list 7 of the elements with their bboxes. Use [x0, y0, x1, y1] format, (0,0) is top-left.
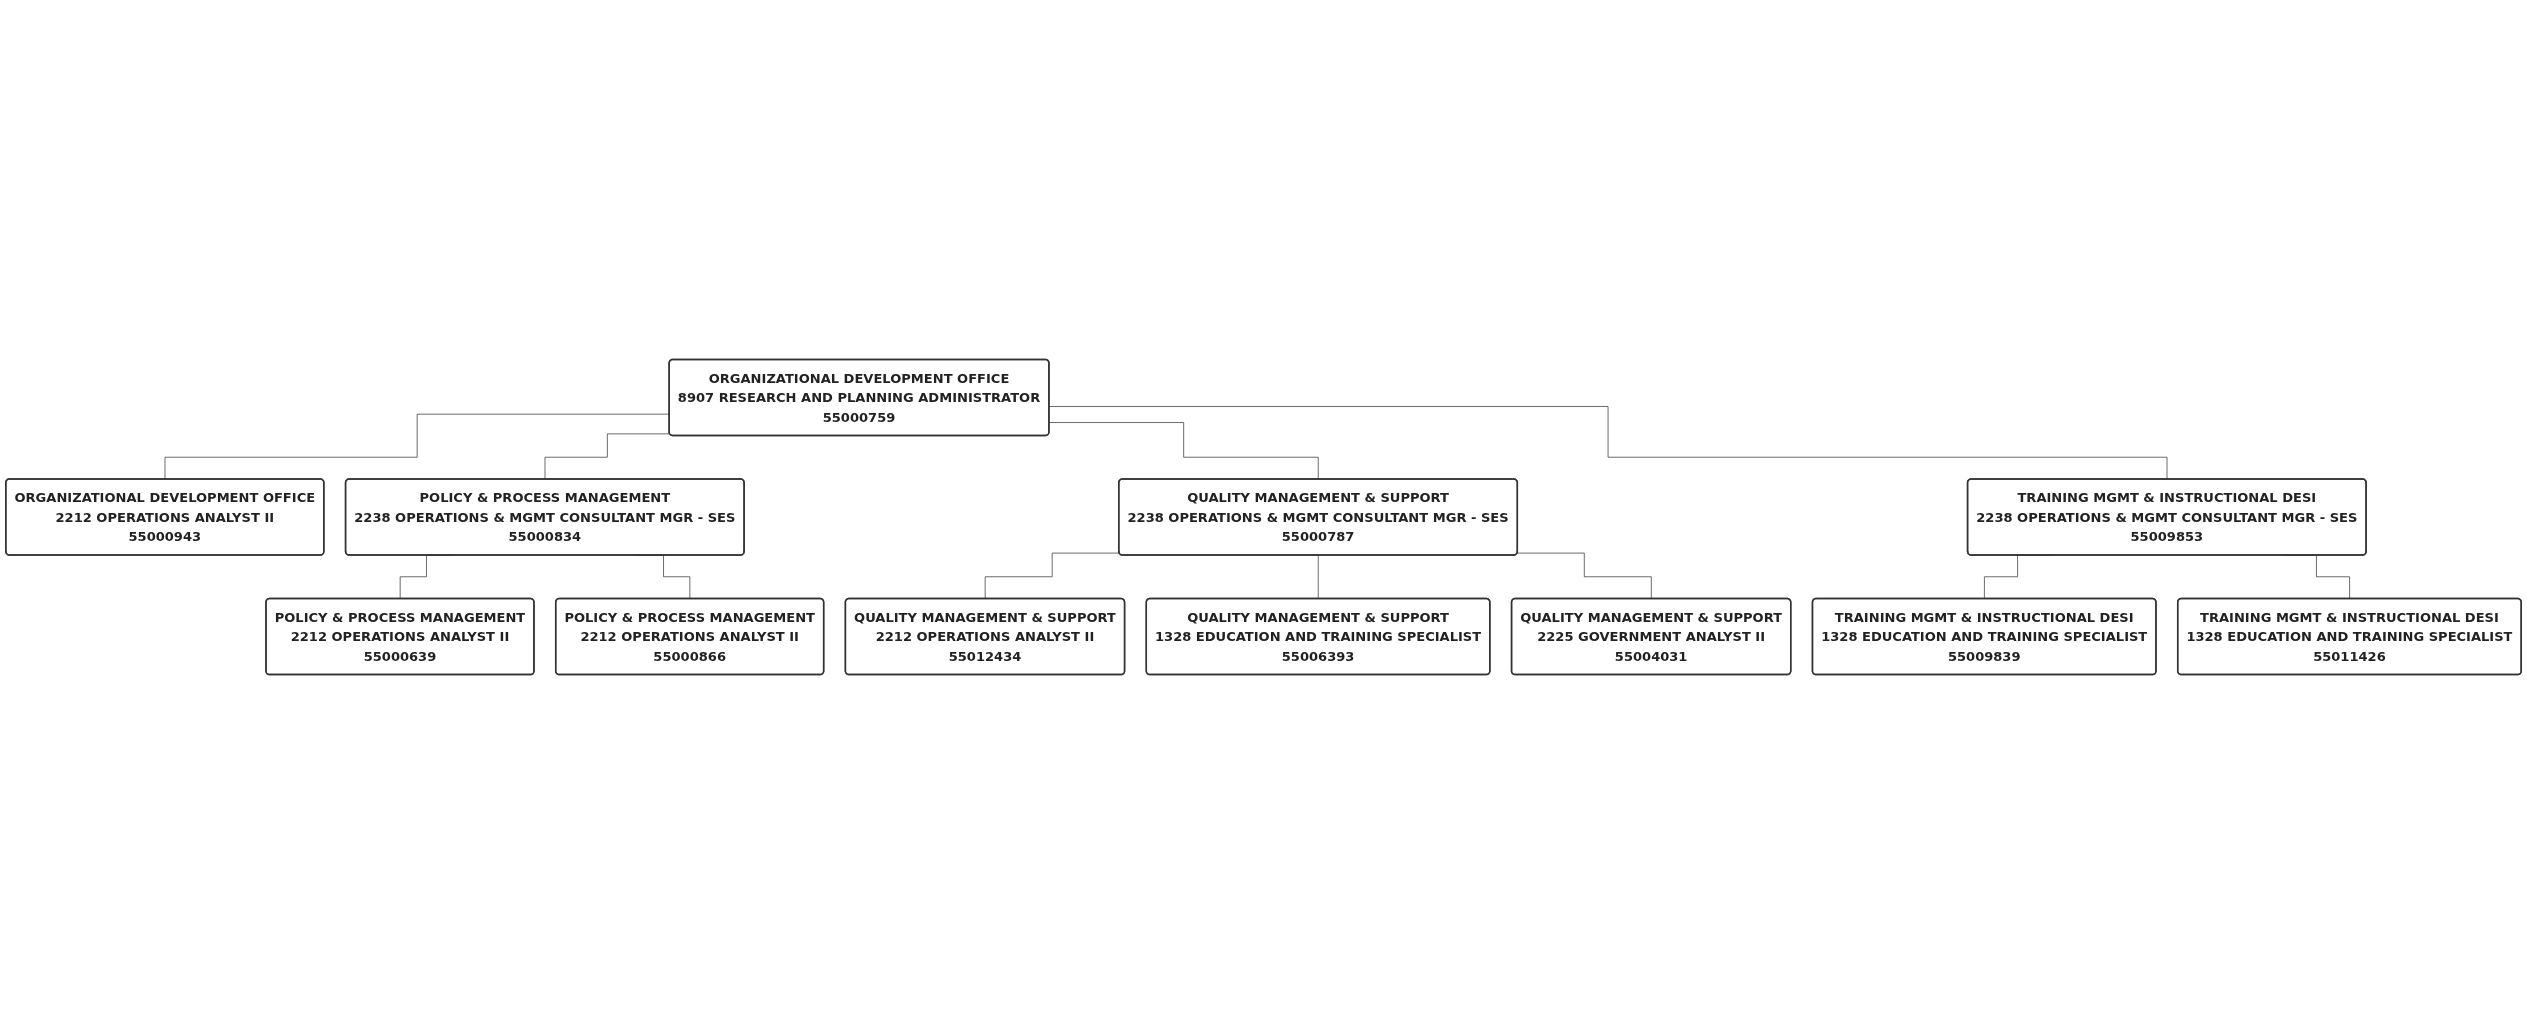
connector: [1517, 552, 1652, 600]
connector: [984, 552, 1120, 600]
connector: [164, 413, 670, 480]
connector: [544, 433, 671, 480]
connector: [1048, 422, 1319, 480]
connector: [1048, 406, 2168, 480]
connector: [1317, 555, 1319, 600]
